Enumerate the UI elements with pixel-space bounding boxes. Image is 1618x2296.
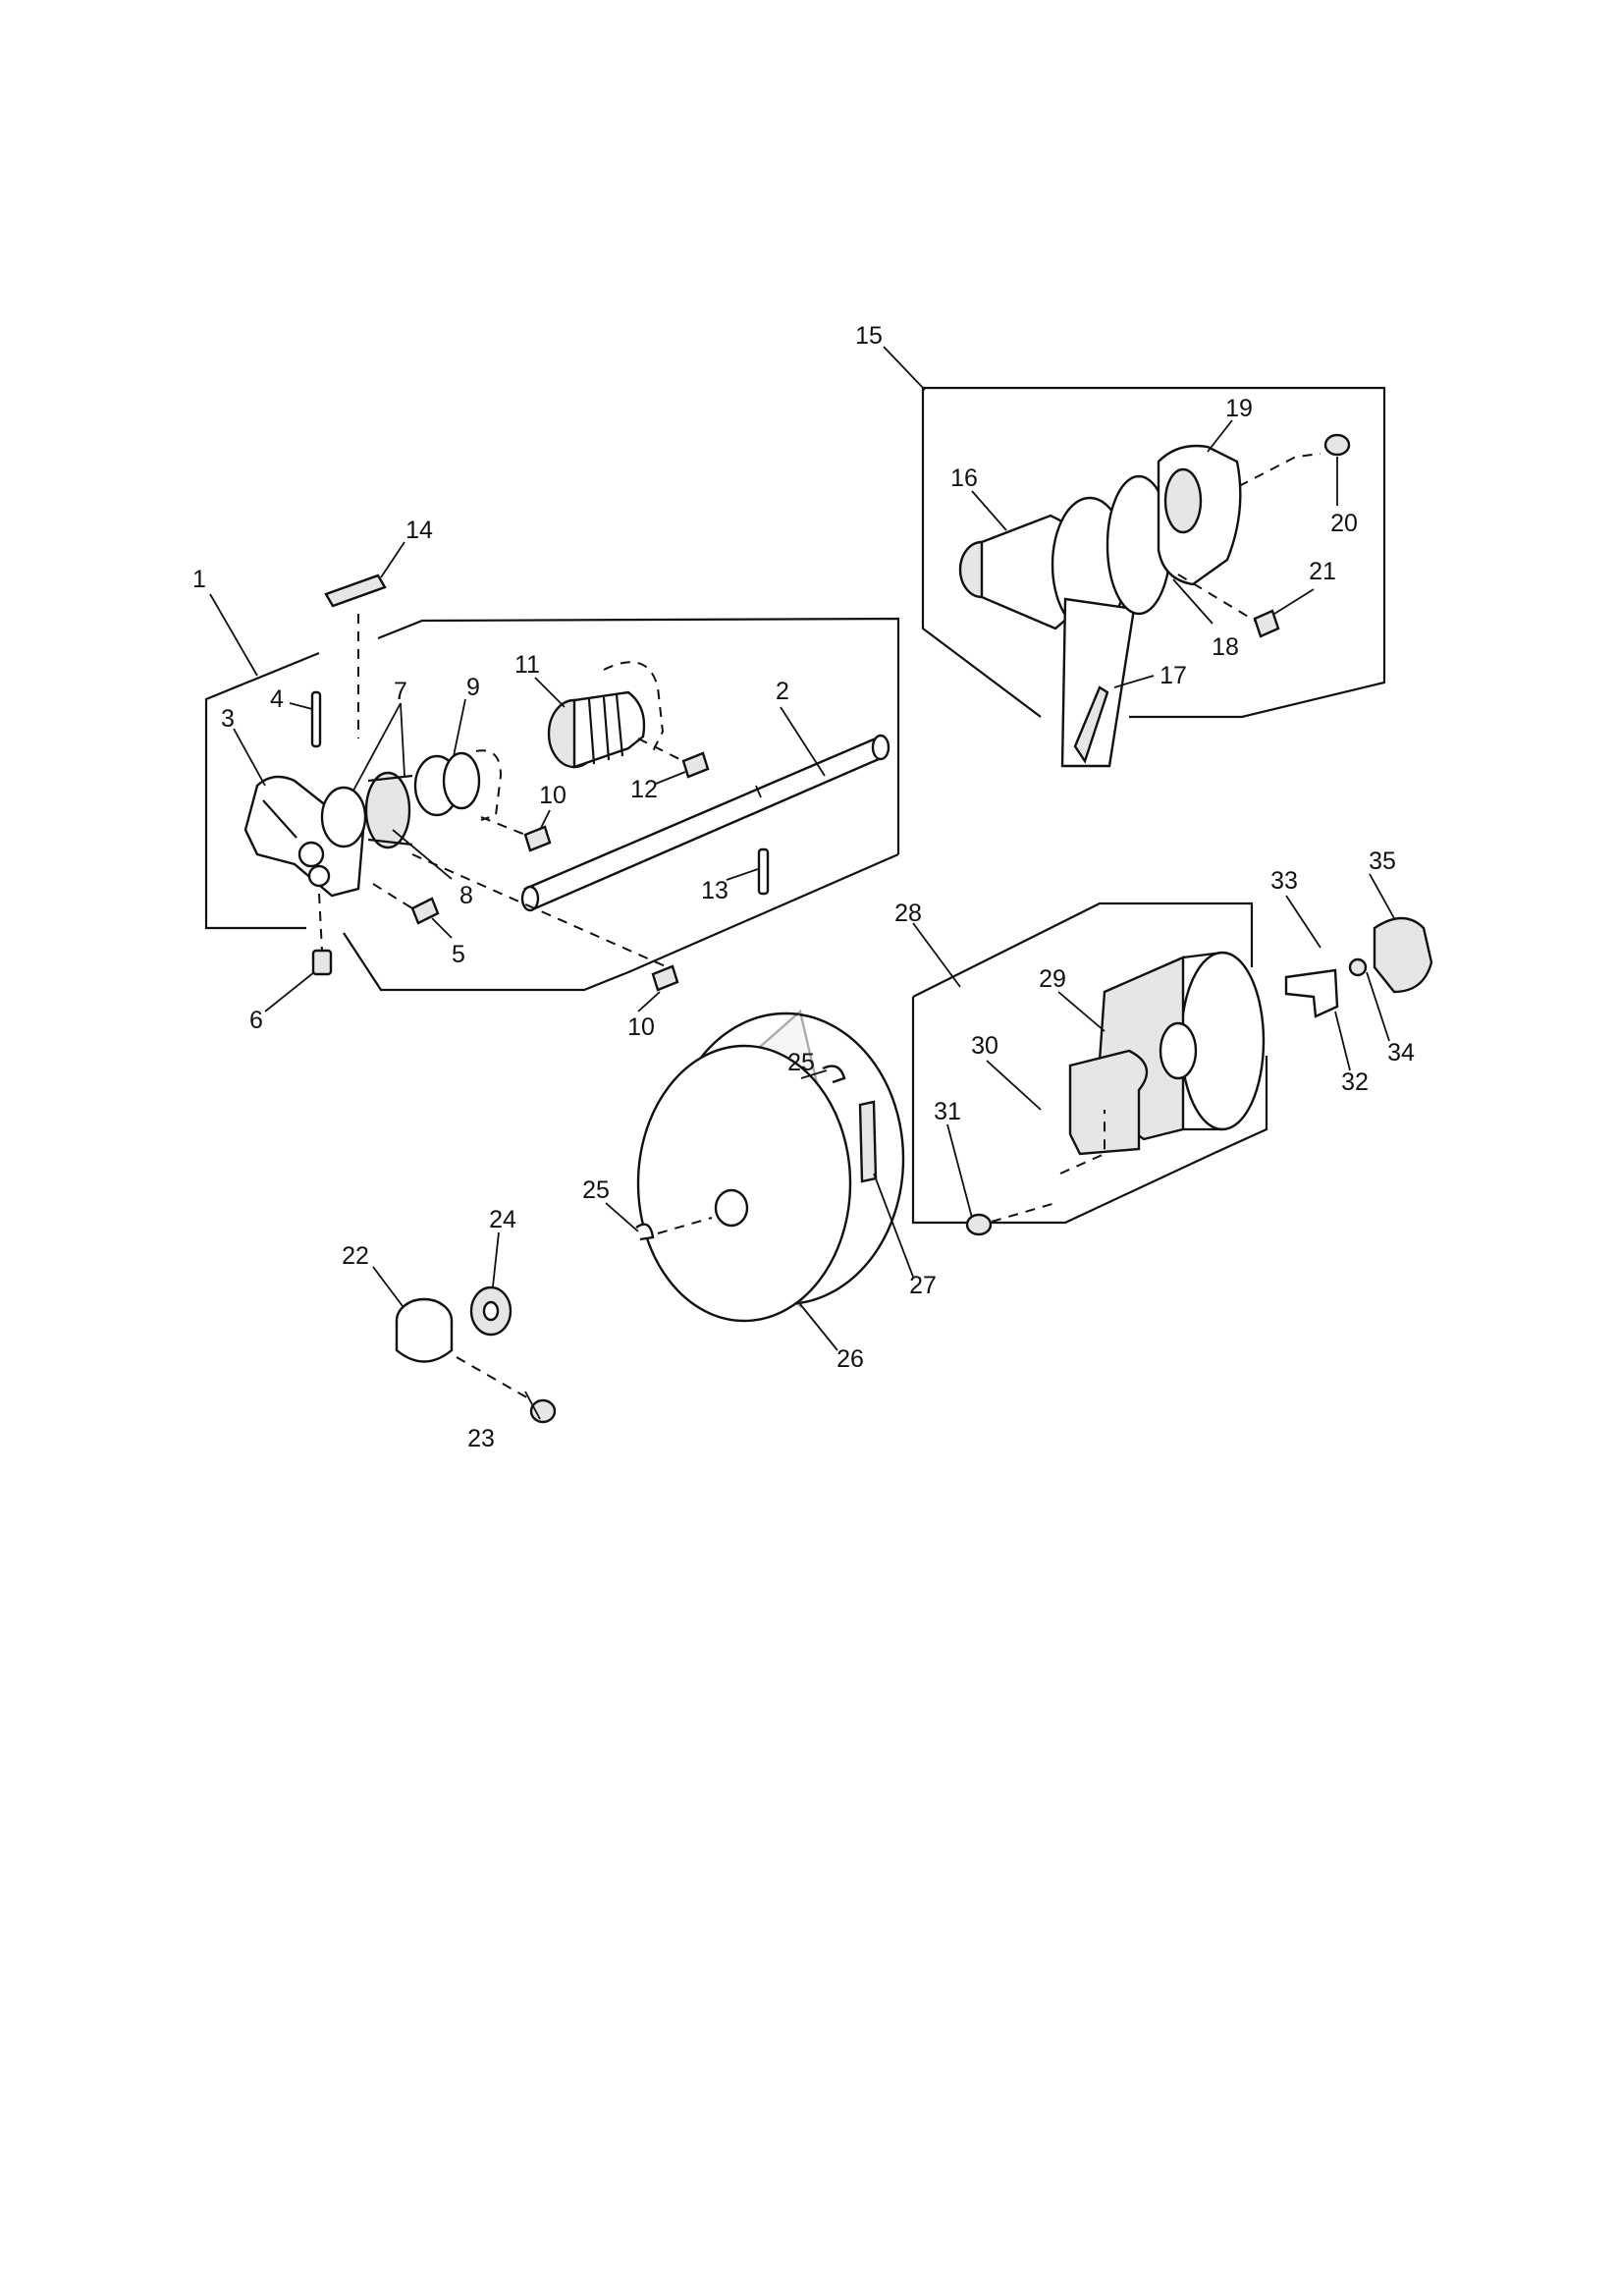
callout-8: 8 (459, 882, 473, 909)
callout-6: 6 (249, 1007, 263, 1034)
part-25-clip-b (635, 1217, 713, 1241)
set-screws (311, 738, 710, 992)
part-35-cover (1373, 916, 1433, 994)
part-12-screw (637, 738, 710, 779)
leader-lines (209, 346, 1395, 1420)
part-29-gear-drum (1098, 951, 1266, 1141)
part-13-pin (757, 847, 770, 896)
callout-30: 30 (971, 1032, 998, 1060)
assembly-1-bracket (204, 617, 900, 992)
callout-17: 17 (1160, 662, 1187, 689)
callout-31: 31 (934, 1098, 961, 1125)
callout-16: 16 (950, 465, 978, 492)
callout-10-lower: 10 (627, 1013, 655, 1041)
part-4-pin (310, 690, 322, 748)
callout-18: 18 (1212, 633, 1239, 661)
part-2-shaft (411, 734, 890, 968)
part-34-screw (1348, 957, 1368, 977)
part-6-screw (311, 893, 333, 976)
part-10-screw-b (651, 964, 679, 992)
part-30-cam (1059, 1049, 1149, 1175)
part-20-screw (1238, 433, 1351, 487)
callout-12: 12 (630, 776, 658, 803)
callout-1: 1 (192, 566, 206, 593)
part-24-washer (469, 1285, 512, 1337)
part-7-gear (320, 771, 413, 849)
callout-20: 20 (1330, 510, 1358, 537)
callout-28: 28 (894, 900, 922, 927)
callout-22: 22 (342, 1242, 369, 1270)
part-33-bracket (1284, 968, 1339, 1018)
callout-27: 27 (909, 1272, 937, 1299)
assembly-15-bracket (921, 386, 1386, 719)
callout-23: 23 (467, 1425, 495, 1452)
part-14-key (324, 574, 387, 738)
part-10-screw-a (480, 816, 552, 852)
callout-19: 19 (1225, 395, 1253, 422)
callout-10-upper: 10 (539, 782, 566, 809)
callout-15: 15 (855, 322, 883, 350)
callout-26: 26 (836, 1345, 864, 1373)
callout-34: 34 (1387, 1039, 1415, 1066)
part-25-clip-a (822, 1065, 846, 1084)
callout-labels: 1 2 3 4 5 6 7 8 9 10 10 11 12 13 14 15 1… (192, 322, 1415, 1452)
part-31-screw (965, 1202, 1056, 1236)
callout-5: 5 (452, 941, 465, 968)
callout-25-lower: 25 (582, 1176, 610, 1204)
part-9-collar (413, 749, 503, 821)
part-17-rod (1060, 597, 1136, 768)
part-26-pulley (636, 1009, 905, 1323)
callout-11: 11 (514, 651, 540, 679)
callout-7: 7 (394, 678, 407, 705)
callout-13: 13 (701, 877, 728, 904)
callout-2: 2 (776, 678, 789, 705)
assembly-28-bracket (911, 902, 1268, 1225)
part-27-key (858, 1100, 878, 1183)
callout-29: 29 (1039, 965, 1066, 993)
callout-32: 32 (1341, 1068, 1369, 1096)
part-19-plate (1157, 444, 1242, 586)
callout-21: 21 (1309, 558, 1336, 585)
callout-25-upper: 25 (787, 1049, 815, 1076)
part-3-crank (243, 775, 365, 898)
callout-24: 24 (489, 1206, 516, 1233)
callout-14: 14 (405, 517, 433, 544)
callout-35: 35 (1369, 847, 1396, 875)
callout-3: 3 (221, 705, 235, 733)
part-23-screw (456, 1356, 557, 1424)
callout-9: 9 (466, 674, 480, 701)
part-5-screw (372, 883, 440, 925)
part-21-screw (1177, 574, 1280, 638)
part-22-bushing (395, 1297, 454, 1363)
part-11-worm (547, 661, 665, 769)
callout-33: 33 (1270, 867, 1298, 895)
callout-4: 4 (270, 685, 284, 713)
